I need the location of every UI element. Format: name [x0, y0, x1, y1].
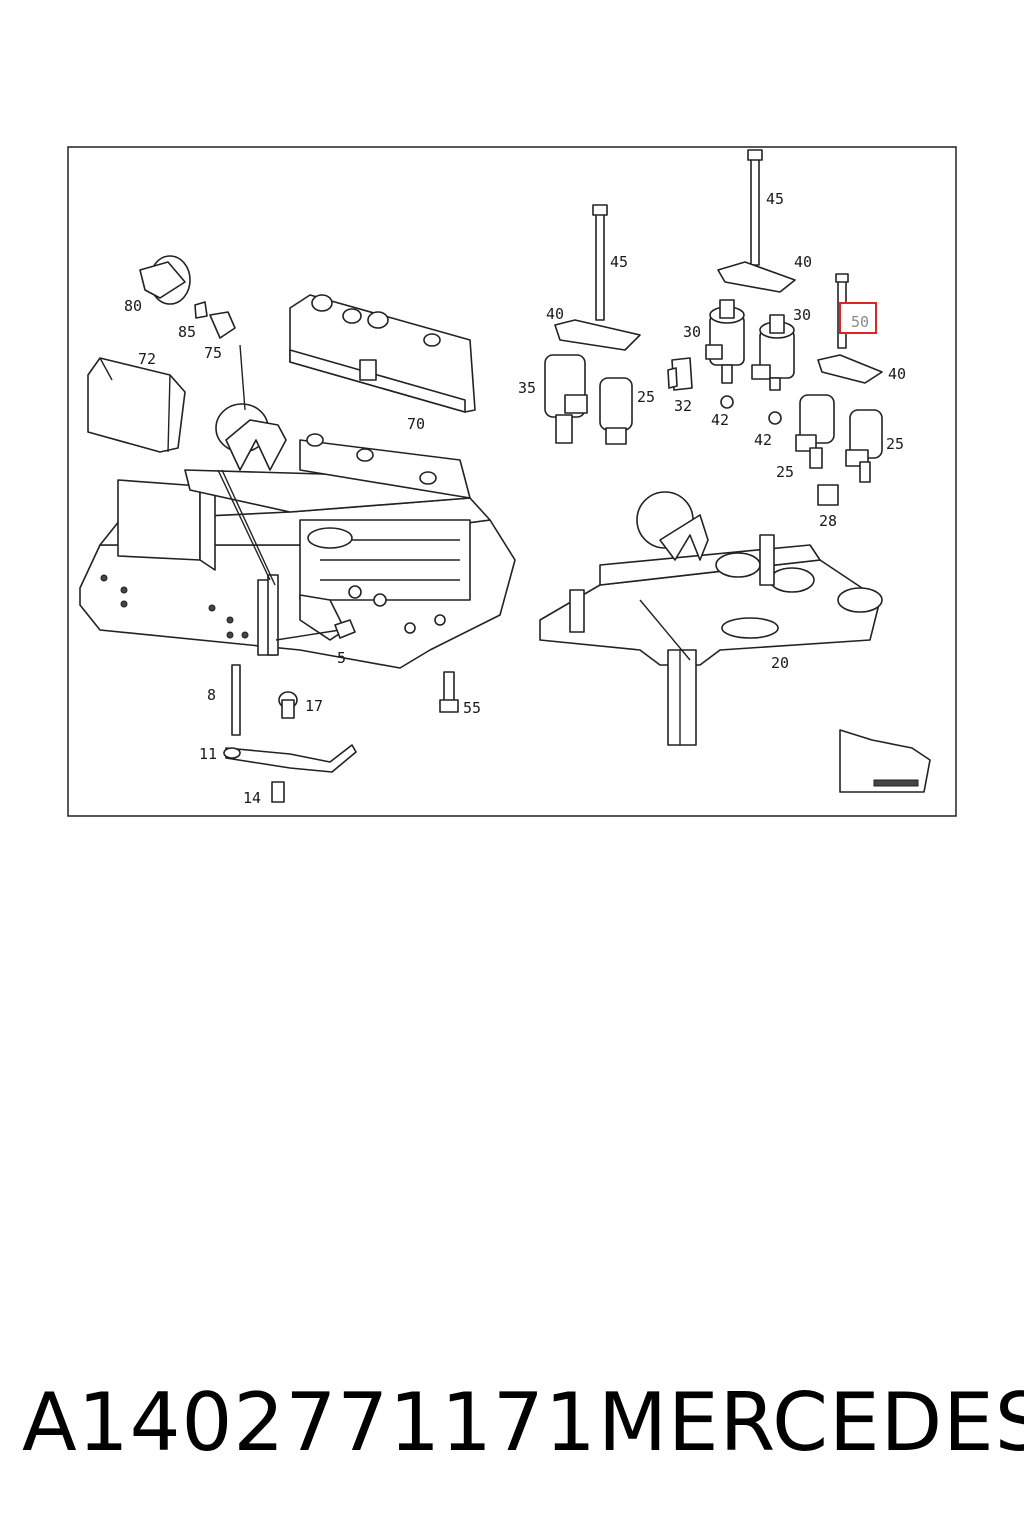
- callout-40-left: 40: [546, 305, 564, 323]
- brackets-40: [554, 261, 883, 384]
- exploded-parts-diagram: 80 85 75 72 70 45 45 40 40 40 30 30 50 3…: [67, 146, 957, 817]
- callout-80: 80: [124, 297, 142, 315]
- callout-55: 55: [463, 699, 481, 717]
- solenoids-25-right-28: [795, 394, 883, 506]
- parts-32-42: [667, 357, 782, 425]
- part-70-cover: [289, 294, 476, 413]
- screw-50-head: [835, 273, 849, 283]
- callout-8: 8: [207, 686, 216, 704]
- callout-17: 17: [305, 697, 323, 715]
- valve-body-assembly: [79, 344, 516, 669]
- parts-80-85-75: [139, 255, 236, 339]
- callout-32: 32: [674, 397, 692, 415]
- callout-42-left: 42: [711, 411, 729, 429]
- assembly-locator-thumbnail: [839, 729, 931, 793]
- loose-small-parts: [223, 664, 459, 803]
- callout-11: 11: [199, 745, 217, 763]
- callout-25-center: 25: [637, 388, 655, 406]
- part-72-block: [87, 357, 186, 453]
- brand-name: MERCEDES: [598, 1376, 1024, 1469]
- callout-75: 75: [204, 344, 222, 362]
- callout-70: 70: [407, 415, 425, 433]
- callout-45-left: 45: [610, 253, 628, 271]
- part-number: A1402771171: [22, 1376, 597, 1469]
- callout-42-right: 42: [754, 431, 772, 449]
- solenoids-35-25-left: [544, 354, 633, 445]
- callout-35: 35: [518, 379, 536, 397]
- part-20-housing: [539, 491, 883, 746]
- solenoids-30: [705, 299, 795, 391]
- callout-85: 85: [178, 323, 196, 341]
- caption-bar: A1402771171 MERCEDES: [0, 1368, 1024, 1478]
- callout-40-right: 40: [888, 365, 906, 383]
- callout-20: 20: [771, 654, 789, 672]
- callout-28: 28: [819, 512, 837, 530]
- callout-5: 5: [337, 649, 346, 667]
- callout-50-highlighted[interactable]: 50: [851, 313, 869, 331]
- callout-40-top: 40: [794, 253, 812, 271]
- callout-72: 72: [138, 350, 156, 368]
- callout-30-left: 30: [683, 323, 701, 341]
- callout-14: 14: [243, 789, 261, 807]
- callout-30-right: 30: [793, 306, 811, 324]
- callout-25-right: 25: [886, 435, 904, 453]
- callout-25-lower: 25: [776, 463, 794, 481]
- callout-45-top: 45: [766, 190, 784, 208]
- highlight-box-50: [839, 302, 877, 334]
